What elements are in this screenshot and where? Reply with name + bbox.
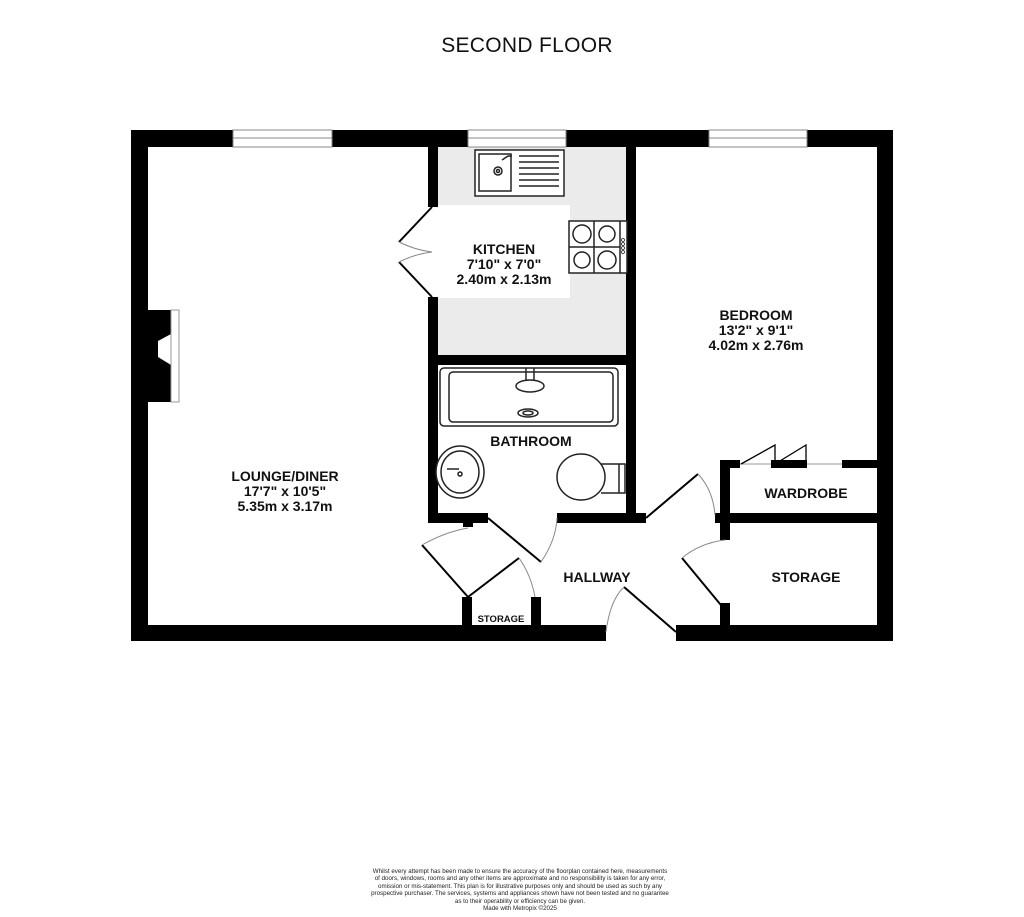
disclaimer: Whilst every attempt has been made to en… xyxy=(340,868,700,912)
doors xyxy=(398,206,842,633)
room-label-kitchen: KITCHEN 7'10" x 7'0" 2.40m x 2.13m xyxy=(457,241,552,287)
room-label-lounge: LOUNGE/DINER 17'7" x 10'5" 5.35m x 3.17m xyxy=(231,468,338,514)
disclaimer-line: as to their operability or efficiency ca… xyxy=(454,897,586,905)
kitchen-name: KITCHEN xyxy=(473,241,535,257)
bath xyxy=(439,367,619,427)
kitchen-label-area xyxy=(438,205,570,298)
window-bedroom xyxy=(708,129,808,148)
door-kitchen-double[interactable] xyxy=(398,206,433,298)
lounge-name: LOUNGE/DINER xyxy=(231,468,338,484)
lounge-metric: 5.35m x 3.17m xyxy=(238,498,333,514)
room-label-bedroom: BEDROOM 13'2" x 9'1" 4.02m x 2.76m xyxy=(709,307,804,353)
windows xyxy=(232,129,808,148)
disclaimer-line: prospective purchaser. The services, sys… xyxy=(371,890,669,898)
kitchen-metric: 2.40m x 2.13m xyxy=(457,271,552,287)
door-wardrobe[interactable] xyxy=(740,443,842,467)
fireplace-hearth xyxy=(170,309,180,403)
door-storage-small[interactable] xyxy=(421,527,536,598)
storage-large-name: STORAGE xyxy=(772,569,841,585)
window-lounge xyxy=(232,129,333,148)
kitchen-hob xyxy=(568,220,628,274)
door-bathroom[interactable] xyxy=(487,517,558,563)
toilet xyxy=(556,453,626,501)
bathroom-name: BATHROOM xyxy=(490,433,571,449)
walls xyxy=(131,130,893,641)
disclaimer-credit: Made with Metropix ©2025 xyxy=(483,905,557,913)
hallway-name: HALLWAY xyxy=(563,569,631,585)
disclaimer-line: of doors, windows, rooms and any other i… xyxy=(374,875,666,883)
door-bedroom[interactable] xyxy=(645,473,716,519)
disclaimer-line: omission or mis-statement. This plan is … xyxy=(378,882,662,890)
kitchen-imperial: 7'10" x 7'0" xyxy=(467,256,541,272)
bedroom-imperial: 13'2" x 9'1" xyxy=(719,322,793,338)
door-storage-large[interactable] xyxy=(681,539,726,611)
basin xyxy=(435,445,485,499)
door-front[interactable] xyxy=(605,586,677,633)
window-kitchen xyxy=(467,129,567,148)
floor-title: SECOND FLOOR xyxy=(441,34,613,57)
lounge-imperial: 17'7" x 10'5" xyxy=(244,483,326,499)
wardrobe-name: WARDROBE xyxy=(764,485,847,501)
kitchen-sink xyxy=(474,149,565,197)
storage-small-name: STORAGE xyxy=(478,614,525,625)
bedroom-metric: 4.02m x 2.76m xyxy=(709,337,804,353)
bedroom-name: BEDROOM xyxy=(719,307,792,323)
disclaimer-line: Whilst every attempt has been made to en… xyxy=(372,868,668,875)
